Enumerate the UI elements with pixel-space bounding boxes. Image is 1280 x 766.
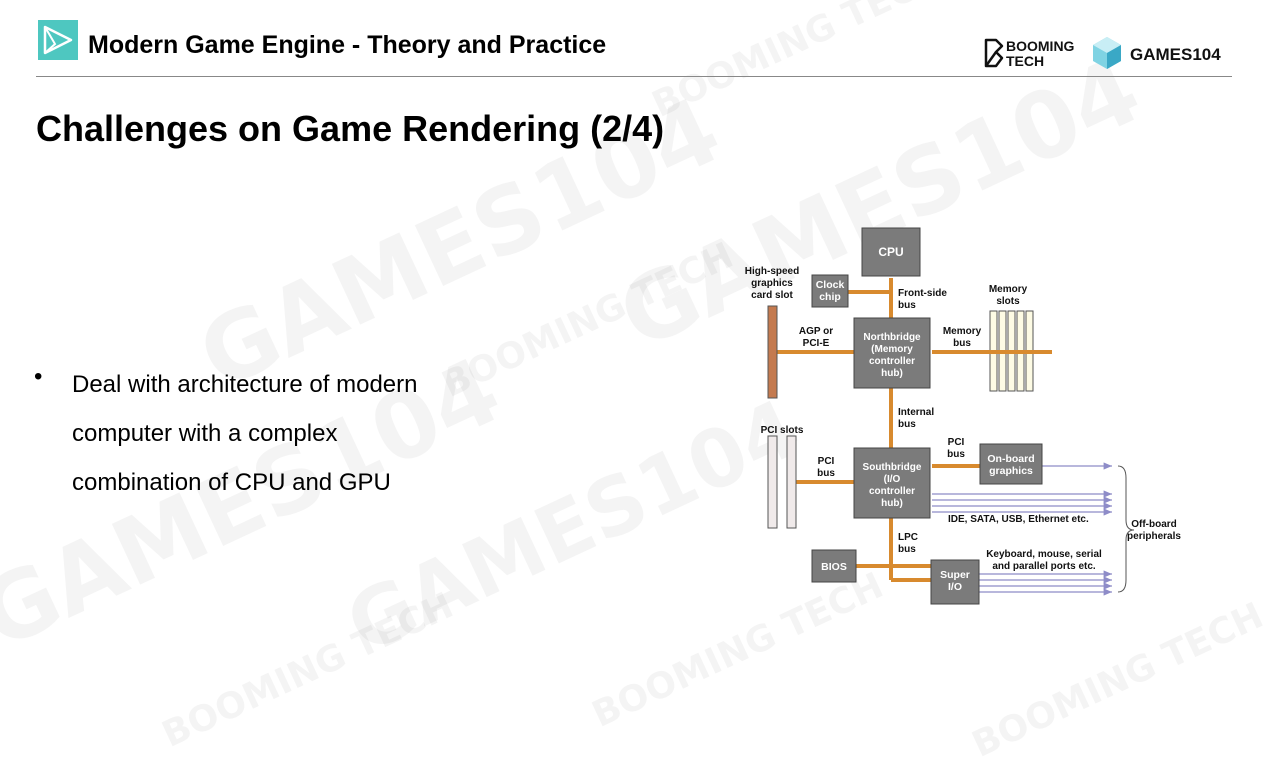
- graphics-card-slot: [767, 305, 778, 399]
- bullet-line: Deal with architecture of modern: [72, 371, 418, 398]
- course-title: Modern Game Engine - Theory and Practice: [88, 31, 607, 59]
- keyboard-label: Keyboard, mouse, serial: [986, 549, 1102, 560]
- pci-bus-left-label: bus: [817, 468, 835, 479]
- chip-boxes: [811, 227, 1043, 605]
- bullet-line: computer with a complex: [72, 420, 338, 447]
- southbridge-label: hub): [881, 498, 903, 509]
- header-divider: [36, 76, 1232, 77]
- memory-bus-label: bus: [953, 338, 971, 349]
- bullet-line: combination of CPU and GPU: [72, 469, 391, 496]
- northbridge-label: (Memory: [871, 344, 913, 355]
- onboard-graphics-label: On-board: [987, 453, 1034, 465]
- agp-label: PCI-E: [803, 338, 830, 349]
- pci-slots-label: PCI slots: [761, 425, 804, 436]
- northbridge-label: controller: [869, 356, 915, 367]
- onboard-graphics-label: graphics: [989, 465, 1033, 477]
- bullet-marker: •: [34, 363, 43, 390]
- lpc-bus-label: bus: [898, 544, 916, 555]
- svg-text:TECH: TECH: [1006, 53, 1044, 69]
- southbridge-label: Southbridge: [863, 462, 922, 473]
- internal-bus-label: bus: [898, 419, 916, 430]
- watermark: BOOMING TECH: [966, 595, 1270, 766]
- peripheral-arrows: [932, 462, 1112, 596]
- watermark: BOOMING TECH: [156, 585, 460, 756]
- pc-architecture-diagram: CPU Clock chip Northbridge (Memory contr…: [736, 220, 1198, 612]
- clock-chip-label: chip: [819, 291, 841, 303]
- keyboard-label: and parallel ports etc.: [992, 561, 1096, 572]
- graphics-slot-label: graphics: [751, 278, 793, 289]
- bios-label: BIOS: [821, 561, 847, 573]
- offboard-label: Off-board: [1131, 519, 1177, 530]
- pci-bus-right-label: PCI: [948, 437, 965, 448]
- booming-tech-logo: BOOMING TECH: [984, 38, 1086, 75]
- ide-label: IDE, SATA, USB, Ethernet etc.: [948, 514, 1089, 525]
- clock-chip-label: Clock: [816, 279, 845, 291]
- memory-slots-label: slots: [996, 296, 1020, 307]
- offboard-brace: [1117, 465, 1135, 593]
- pci-bus-right-label: bus: [947, 449, 965, 460]
- super-io-label: Super: [940, 569, 970, 581]
- games104-logo: GAMES104: [1092, 36, 1234, 75]
- slide-title: Challenges on Game Rendering (2/4): [36, 108, 665, 149]
- southbridge-label: (I/O: [884, 474, 901, 485]
- front-side-bus-label: bus: [898, 300, 916, 311]
- lpc-bus-label: LPC: [898, 532, 918, 543]
- front-side-bus-label: Front-side: [898, 288, 947, 299]
- pci-slot: [786, 435, 797, 529]
- pci-bus-left-label: PCI: [818, 456, 835, 467]
- graphics-slot-label: High-speed: [745, 266, 799, 277]
- southbridge-label: controller: [869, 486, 915, 497]
- offboard-label: peripherals: [1127, 531, 1181, 542]
- cpu-label: CPU: [878, 245, 903, 259]
- svg-text:BOOMING: BOOMING: [1006, 38, 1075, 54]
- agp-label: AGP or: [799, 326, 833, 337]
- bullet-text: Deal with architecture of modern compute…: [72, 360, 512, 507]
- super-io-label: I/O: [948, 581, 962, 593]
- watermark: BOOMING TECH: [646, 0, 950, 126]
- course-logo-icon: [38, 20, 78, 60]
- northbridge-label: Northbridge: [863, 332, 921, 343]
- graphics-slot-label: card slot: [751, 290, 793, 301]
- pci-slot: [767, 435, 778, 529]
- svg-text:GAMES104: GAMES104: [1130, 45, 1221, 64]
- memory-slots-label: Memory: [989, 284, 1028, 295]
- internal-bus-label: Internal: [898, 407, 934, 418]
- memory-bus-label: Memory: [943, 326, 982, 337]
- northbridge-label: hub): [881, 368, 903, 379]
